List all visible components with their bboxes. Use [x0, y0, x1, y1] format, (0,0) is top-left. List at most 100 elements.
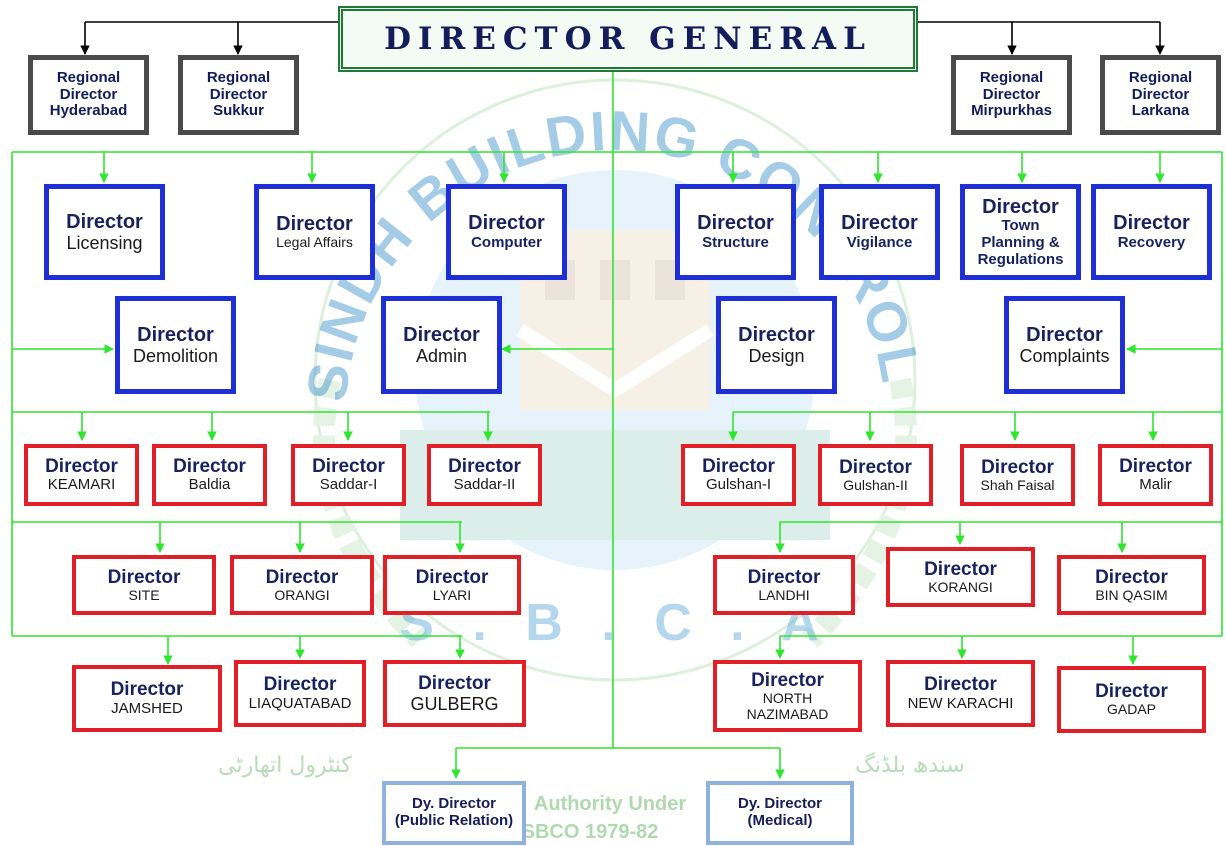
- director-korangi[interactable]: Director KORANGI: [886, 547, 1035, 607]
- box-subtitle: SITE: [128, 586, 160, 603]
- regional-director-sukkur[interactable]: Regional Director Sukkur: [178, 55, 299, 135]
- box-title: Director: [418, 672, 491, 694]
- director-new-karachi[interactable]: Director NEW KARACHI: [886, 660, 1035, 727]
- director-malir[interactable]: Director Malir: [1098, 444, 1213, 506]
- box-title: Director: [265, 566, 339, 588]
- box-title: Director: [751, 669, 824, 691]
- dy-director-medical[interactable]: Dy. Director (Medical): [706, 781, 854, 845]
- director-admin[interactable]: Director Admin: [381, 296, 502, 394]
- director-gulberg[interactable]: Director GULBERG: [383, 660, 526, 727]
- box-subtitle: Design: [748, 346, 805, 367]
- box-subtitle: Structure: [702, 233, 769, 251]
- box-subtitle: Baldia: [188, 476, 231, 494]
- box-title: Director: [1119, 455, 1192, 477]
- director-gulshan-ii[interactable]: Director Gulshan-II: [818, 444, 933, 506]
- box-title: Director: [448, 455, 521, 477]
- box-title: Director: [263, 674, 337, 696]
- box-subtitle: Demolition: [132, 346, 219, 367]
- director-landhi[interactable]: Director LANDHI: [713, 555, 855, 615]
- director-legal-affairs[interactable]: Director Legal Affairs: [254, 184, 375, 280]
- deputy-line-2: (Medical): [747, 812, 813, 829]
- regional-line-2: Director: [1131, 85, 1190, 103]
- box-title: Director: [45, 455, 118, 477]
- director-gadap[interactable]: Director GADAP: [1057, 666, 1206, 733]
- regional-line-1: Regional: [206, 68, 271, 86]
- deputy-line-1: Dy. Director: [412, 795, 496, 813]
- box-subtitle: ORANGI: [274, 586, 330, 603]
- regional-director-larkana[interactable]: Regional Director Larkana: [1100, 55, 1221, 135]
- director-orangi[interactable]: Director ORANGI: [230, 555, 374, 615]
- director-licensing[interactable]: Director Licensing: [44, 184, 165, 280]
- box-subtitle-line-1: NORTH: [762, 689, 813, 706]
- box-subtitle: Gulshan-I: [705, 476, 772, 494]
- regional-line-2: Director: [59, 85, 118, 103]
- director-general-box[interactable]: DIRECTOR GENERAL: [338, 6, 918, 72]
- dy-director-public-relation[interactable]: Dy. Director (Public Relation): [382, 781, 526, 845]
- regional-line-2: Director: [209, 85, 268, 103]
- box-title: Director: [982, 195, 1059, 218]
- director-shah-faisal[interactable]: Director Shah Faisal: [960, 444, 1075, 506]
- box-title: Director: [1026, 323, 1103, 346]
- regional-line-1: Regional: [1128, 68, 1193, 86]
- box-title: Director: [107, 566, 181, 588]
- regional-director-hyderabad[interactable]: Regional Director Hyderabad: [28, 55, 149, 135]
- director-liaquatabad[interactable]: Director LIAQUATABAD: [234, 660, 366, 727]
- box-subtitle: Legal Affairs: [276, 234, 353, 251]
- director-saddar-ii[interactable]: Director Saddar-II: [427, 444, 542, 506]
- director-general-title: DIRECTOR GENERAL: [384, 20, 872, 57]
- box-subtitle: Saddar-II: [453, 476, 516, 494]
- deputy-line-1: Dy. Director: [738, 795, 822, 813]
- box-subtitle-line-1: Town: [1001, 217, 1040, 234]
- box-subtitle: LANDHI: [758, 586, 810, 603]
- box-title: Director: [110, 679, 184, 701]
- regional-line-3: Hyderabad: [49, 102, 128, 120]
- director-demolition[interactable]: Director Demolition: [115, 296, 236, 394]
- director-north-nazimabad[interactable]: Director NORTH NAZIMABAD: [713, 660, 862, 732]
- regional-line-3: Larkana: [1131, 102, 1190, 120]
- box-subtitle: Gulshan-II: [843, 476, 908, 493]
- director-baldia[interactable]: Director Baldia: [152, 444, 267, 506]
- director-gulshan-i[interactable]: Director Gulshan-I: [681, 444, 796, 506]
- box-title: Director: [1113, 212, 1190, 235]
- box-subtitle: NEW KARACHI: [907, 694, 1014, 712]
- director-recovery[interactable]: Director Recovery: [1091, 184, 1212, 280]
- box-title: Director: [1095, 566, 1168, 588]
- box-subtitle: LIAQUATABAD: [248, 694, 352, 712]
- box-subtitle: JAMSHED: [111, 699, 183, 717]
- director-structure[interactable]: Director Structure: [675, 184, 796, 280]
- box-title: Director: [738, 323, 815, 346]
- box-title: Director: [702, 455, 775, 477]
- director-jamshed[interactable]: Director JAMSHED: [72, 665, 222, 732]
- box-subtitle: GADAP: [1106, 701, 1156, 718]
- box-subtitle: Recovery: [1117, 233, 1186, 251]
- director-computer[interactable]: Director Computer: [446, 184, 567, 280]
- regional-line-2: Director: [982, 85, 1041, 103]
- regional-line-1: Regional: [979, 68, 1044, 86]
- box-subtitle: Licensing: [66, 233, 143, 254]
- box-subtitle: Admin: [415, 346, 468, 367]
- box-title: Director: [276, 212, 353, 235]
- box-subtitle: Saddar-I: [319, 476, 378, 494]
- director-town-planning[interactable]: Director Town Planning & Regulations: [960, 184, 1081, 280]
- director-saddar-i[interactable]: Director Saddar-I: [291, 444, 406, 506]
- box-subtitle-line-2: Planning &: [981, 233, 1060, 251]
- director-complaints[interactable]: Director Complaints: [1004, 296, 1125, 394]
- director-site[interactable]: Director SITE: [72, 555, 216, 615]
- box-title: Director: [697, 212, 774, 235]
- box-title: Director: [66, 210, 143, 233]
- director-design[interactable]: Director Design: [716, 296, 837, 394]
- director-lyari[interactable]: Director LYARI: [383, 555, 521, 615]
- regional-line-3: Sukkur: [213, 102, 264, 120]
- box-title: Director: [415, 566, 489, 588]
- director-bin-qasim[interactable]: Director BIN QASIM: [1057, 555, 1206, 615]
- director-vigilance[interactable]: Director Vigilance: [819, 184, 940, 280]
- deputy-line-2: (Public Relation): [394, 812, 514, 829]
- box-title: Director: [468, 212, 545, 235]
- box-title: Director: [981, 456, 1054, 478]
- director-keamari[interactable]: Director KEAMARI: [24, 444, 139, 506]
- box-title: Director: [747, 566, 821, 588]
- regional-director-mirpurkhas[interactable]: Regional Director Mirpurkhas: [951, 55, 1072, 135]
- box-title: Director: [841, 212, 918, 235]
